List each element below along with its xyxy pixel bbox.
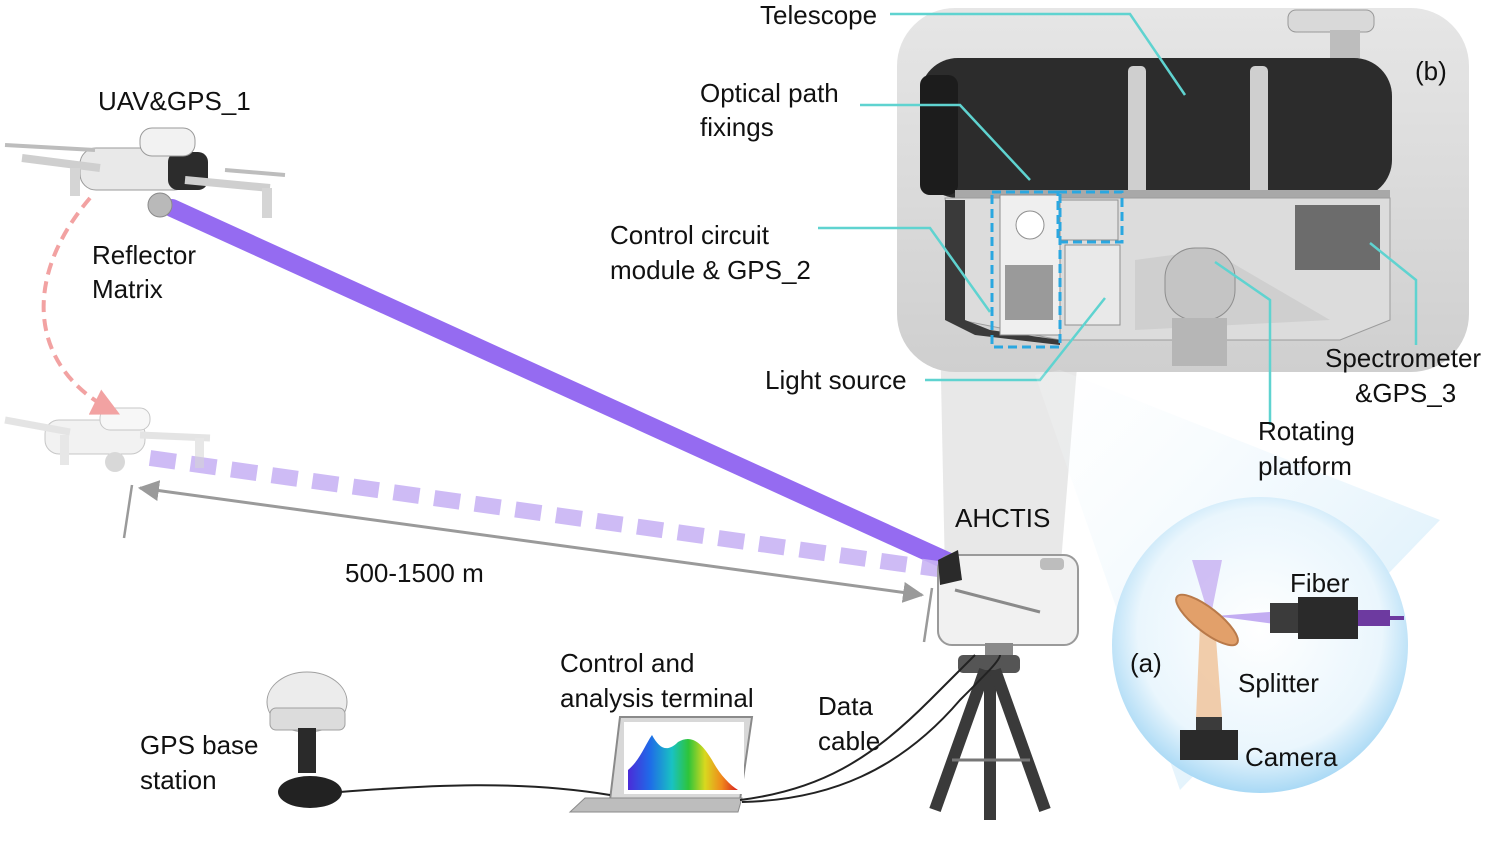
highlight-box-light — [990, 190, 1062, 349]
device-rail — [955, 190, 1390, 200]
callout-spectrometer — [1369, 242, 1418, 345]
uav-drone-top — [4, 127, 286, 218]
uav-lower-reflector — [105, 452, 125, 472]
uav-lower-leg-left — [60, 435, 69, 465]
label-reflector: Reflector — [92, 240, 197, 270]
tripod-leg-left — [929, 667, 991, 813]
label-panel-b: (b) — [1415, 56, 1447, 86]
label-light-source: Light source — [765, 365, 907, 395]
label-control-module: module & GPS_2 — [610, 255, 811, 285]
label-control-circuit: Control circuit — [610, 220, 769, 250]
ahctis-handle — [1040, 558, 1064, 570]
label-station: station — [140, 765, 217, 795]
ahctis-instrument — [937, 550, 1079, 659]
panel-b — [897, 8, 1469, 575]
gps-cable — [339, 784, 611, 796]
callout-control-circuit — [818, 226, 992, 313]
uav-top-arm-right — [184, 176, 271, 192]
highlight-box-optics — [1056, 190, 1124, 244]
label-fiber: Fiber — [1290, 568, 1350, 598]
label-panel-a: (a) — [1130, 648, 1162, 678]
uav-drone-lower — [4, 407, 211, 472]
label-rotating: Rotating — [1258, 416, 1355, 446]
label-optical-path: Optical path — [700, 78, 839, 108]
label-gps-base: GPS base — [140, 730, 259, 760]
fiber-coupler — [1270, 603, 1300, 633]
flight-arc — [41, 196, 121, 415]
label-data: Data — [818, 691, 873, 721]
label-gps-3: &GPS_3 — [1355, 378, 1457, 408]
rotating-platform-post — [1164, 247, 1236, 321]
label-splitter: Splitter — [1238, 668, 1319, 698]
tripod — [929, 655, 1051, 820]
callout-optical-path — [860, 103, 1031, 181]
light-source-module — [1064, 244, 1121, 326]
gps-antenna-base — [269, 707, 346, 731]
uav-top-prop-right — [224, 168, 286, 177]
label-terminal-2: analysis terminal — [560, 683, 754, 713]
fiber-light — [1215, 611, 1282, 625]
fiber-connector — [1358, 610, 1390, 626]
label-terminal-1: Control and — [560, 648, 695, 678]
distance-arrow — [137, 480, 925, 603]
fiber-housing — [1298, 597, 1358, 639]
gps-tripod-base — [278, 776, 342, 808]
spectrum-curve — [628, 735, 738, 790]
incoming-light — [1192, 560, 1222, 620]
data-cable-2 — [741, 654, 1001, 803]
uav-top-leg-right — [262, 188, 272, 218]
camera-light — [1196, 625, 1222, 718]
label-platform: platform — [1258, 451, 1352, 481]
uav-top-arm-left — [21, 154, 101, 172]
reflector-matrix-device — [147, 192, 173, 218]
tripod-head — [958, 655, 1020, 673]
label-ahctis: AHCTIS — [955, 503, 1051, 533]
finder-mount — [1330, 30, 1360, 58]
ahctis-seam — [954, 588, 1041, 614]
circuit-board — [1059, 199, 1119, 241]
uav-lower-leg-right — [195, 438, 204, 468]
splitter-disk — [1175, 593, 1239, 647]
label-uav-gps-1: UAV&GPS_1 — [98, 86, 251, 116]
telescope-strap-1 — [1128, 66, 1146, 196]
uav-lower-arm-left — [4, 416, 71, 436]
gps-mount-column — [298, 728, 316, 773]
camera-body — [1180, 730, 1238, 760]
label-cable: cable — [818, 726, 881, 756]
housing-shell — [945, 200, 1060, 345]
camera-lens — [1196, 717, 1222, 731]
label-matrix: Matrix — [92, 274, 163, 304]
tripod-leg-right — [989, 667, 1051, 813]
uav-lower-canopy — [99, 407, 151, 431]
uav-top-leg-left — [70, 168, 80, 196]
panel-a — [1035, 370, 1440, 793]
analysis-laptop — [568, 716, 754, 813]
label-telescope: Telescope — [760, 0, 878, 30]
telescope-cap — [920, 75, 958, 195]
label-spectrometer: Spectrometer — [1325, 343, 1482, 373]
distance-tick-right — [922, 587, 934, 643]
uav-top-prop-left — [4, 143, 96, 152]
panel-a-circle — [1112, 497, 1408, 793]
callout-telescope — [890, 12, 1187, 96]
uav-top-canopy — [139, 127, 196, 157]
callout-rotating-platform — [1214, 260, 1272, 425]
laptop-keyboard — [568, 797, 743, 813]
label-camera: Camera — [1245, 742, 1338, 772]
callout-lines — [818, 12, 1418, 425]
data-cable-1 — [739, 654, 976, 801]
finder-scope — [1287, 9, 1375, 33]
uav-lower-arm-right — [139, 431, 211, 442]
label-optical-fixings: fixings — [700, 112, 774, 142]
gps-base-station — [266, 671, 348, 808]
telescope-strap-2 — [1250, 66, 1268, 196]
spectrometer-box — [1295, 205, 1380, 270]
telescope-body — [920, 58, 1392, 198]
light-source-cylinder — [1005, 265, 1053, 320]
ahctis-front — [938, 550, 962, 585]
distance-tick-left — [122, 484, 134, 539]
optical-aperture — [1015, 210, 1045, 240]
rotating-platform-foot — [1172, 318, 1227, 366]
label-distance: 500-1500 m — [345, 558, 484, 588]
